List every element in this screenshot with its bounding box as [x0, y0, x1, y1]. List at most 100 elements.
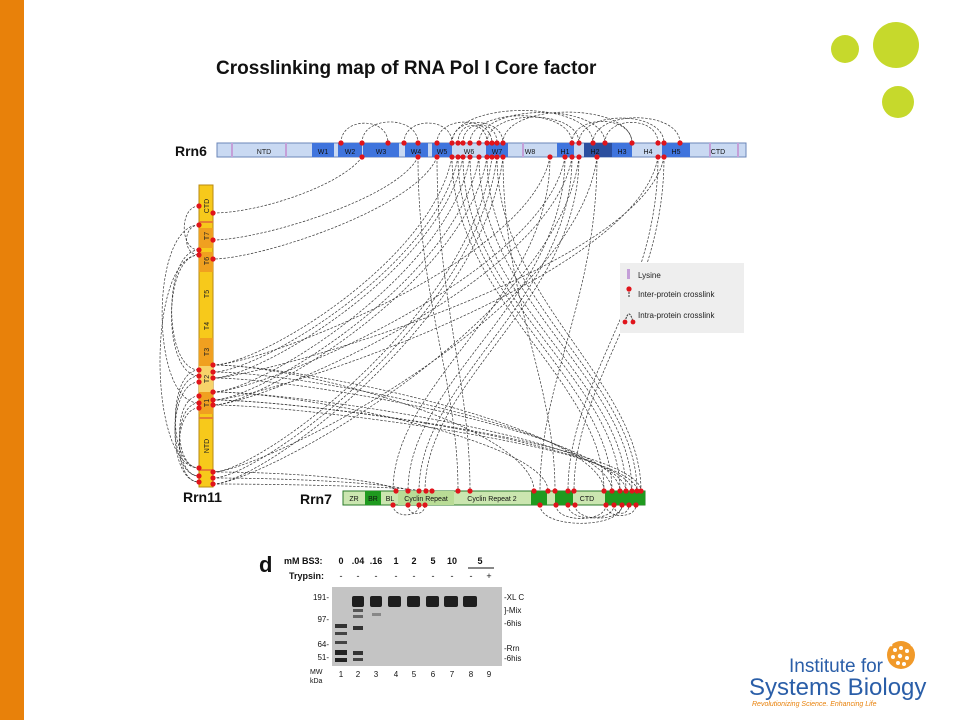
crosslink-endpoint	[677, 140, 683, 146]
legend-lysine-label: Lysine	[638, 271, 661, 280]
decor-dot-medium	[882, 86, 914, 118]
legend: Lysine Inter-protein crosslink Intra-pro…	[620, 263, 744, 333]
crosslink-endpoint	[415, 154, 421, 160]
gel-trypsin-value: -	[470, 571, 473, 581]
gel-mw-unit: MW	[310, 669, 323, 676]
rrn11-bar: CTD T7 T6 T5 T4 T3 T2 T1 NTD	[198, 184, 214, 488]
rrn11-name-label: Rrn11	[183, 489, 222, 505]
crosslink-endpoint	[576, 140, 582, 146]
gel-band-label: -XL C	[504, 593, 524, 602]
gel-trypsin-value: -	[340, 571, 343, 581]
crosslink-endpoint	[455, 140, 461, 146]
rrn11-domain-label-t3: T3	[204, 348, 211, 356]
rrn7-domain-label-cyclin-repeat: Cyclin Repeat	[404, 496, 448, 503]
crosslink-endpoint	[494, 140, 500, 146]
crosslink-endpoint	[196, 367, 202, 373]
crosslink-endpoint	[196, 247, 202, 253]
crosslink-endpoint	[467, 488, 473, 494]
gel-band-label: -6his	[504, 619, 521, 628]
rrn6-domain-label-w4: W4	[411, 149, 422, 156]
isb-logo-line1: Institute for	[789, 656, 884, 677]
rrn6-rrn7-crosslink	[457, 156, 613, 492]
crosslink-endpoint	[455, 154, 461, 160]
crosslink-endpoint	[626, 502, 632, 508]
rrn11-rrn7-crosslink	[212, 399, 642, 492]
rrn6-domain-label-h2: H2	[591, 149, 600, 156]
crosslink-endpoint	[401, 140, 407, 146]
crosslink-endpoint	[500, 140, 506, 146]
rrn6-rrn7-crosslink	[478, 156, 633, 492]
rrn6-rrn7-crosslink	[451, 156, 605, 492]
crosslink-endpoint	[611, 502, 617, 508]
rrn11-domain-label-t5: T5	[204, 290, 211, 298]
crosslink-endpoint	[196, 252, 202, 258]
gel-mw-marker: 191-	[313, 593, 329, 602]
crosslink-endpoint	[655, 140, 661, 146]
rrn6-domain-label-w7: W7	[492, 149, 503, 156]
rrn6-name-label: Rrn6	[175, 143, 207, 159]
crosslink-endpoint	[210, 481, 216, 487]
gel-panel: d mM BS3: 0 .04 .16 1 2 5 10 5 Trypsin: …	[259, 552, 524, 685]
rrn6-intra-crosslink	[436, 121, 493, 144]
crosslink-endpoint	[489, 154, 495, 160]
gel-bs3-value: 10	[447, 556, 457, 566]
gel-bs3-value: .04	[352, 556, 365, 566]
rrn11-domain-label-t7: T7	[204, 232, 211, 240]
crosslink-endpoint	[467, 140, 473, 146]
gel-band-label: -Rrn	[504, 644, 520, 653]
crosslink-endpoint	[210, 369, 216, 375]
rrn11-rrn7-crosslink	[212, 477, 409, 492]
crosslink-endpoint	[449, 140, 455, 146]
rrn11-domain-label-t2: T2	[204, 375, 211, 383]
rrn11-rrn7-crosslink	[212, 371, 613, 492]
crosslink-endpoint	[629, 140, 635, 146]
crosslink-endpoint	[210, 469, 216, 475]
slide-title: Crosslinking map of RNA Pol I Core facto…	[216, 58, 597, 79]
rrn6-intra-crosslink	[604, 122, 659, 144]
crosslink-endpoint	[196, 479, 202, 485]
legend-inter-label: Inter-protein crosslink	[638, 290, 715, 299]
crosslink-endpoint	[562, 154, 568, 160]
rrn11-domain-label-t6: T6	[204, 257, 211, 265]
crosslink-endpoint	[537, 502, 543, 508]
crosslink-endpoint	[196, 222, 202, 228]
crosslink-endpoint	[196, 379, 202, 385]
rrn6-intra-crosslink	[462, 124, 498, 144]
crosslink-endpoint	[359, 140, 365, 146]
crosslink-endpoint	[476, 154, 482, 160]
rrn6-domain-w4	[405, 143, 428, 157]
crosslink-endpoint	[434, 154, 440, 160]
crosslink-endpoint	[569, 140, 575, 146]
crosslink-endpoint	[460, 154, 466, 160]
rrn7-domain-label-zr: ZR	[349, 496, 358, 503]
rrn6-rrn11-crosslink	[212, 156, 419, 241]
rrn11-intra-crosslink	[171, 249, 200, 371]
crosslink-endpoint	[633, 502, 639, 508]
gel-mw-marker: 97-	[317, 615, 329, 624]
crosslink-endpoint	[489, 140, 495, 146]
legend-lysine-swatch	[627, 269, 630, 279]
rrn6-rrn7-crosslink	[417, 156, 459, 492]
crosslink-endpoint	[196, 373, 202, 379]
rrn6-domain-w3	[363, 143, 399, 157]
rrn6-rrn11-crosslink	[212, 156, 580, 485]
crosslink-endpoint	[484, 154, 490, 160]
gel-bs3-value: 5	[430, 556, 435, 566]
gel-mw-unit: kDa	[310, 678, 323, 685]
rrn11-intra-crosslink	[179, 395, 200, 469]
rrn6-intra-crosslink	[578, 117, 665, 144]
crosslink-endpoint	[415, 140, 421, 146]
rrn6-domain-label-h1: H1	[561, 149, 570, 156]
gel-trypsin-value: -	[451, 571, 454, 581]
crosslink-endpoint	[434, 140, 440, 146]
crosslink-endpoint	[196, 405, 202, 411]
rrn7-name-label: Rrn7	[300, 491, 332, 507]
gel-mw-marker: 64-	[317, 640, 329, 649]
gel-lane-number: 3	[374, 670, 379, 679]
decor-dot-small	[831, 35, 859, 63]
gel-mw-marker: 51-	[317, 653, 329, 662]
isb-logo-dots-icon	[887, 641, 915, 669]
isb-logo-line2: Systems Biology	[749, 674, 926, 701]
rrn6-rrn11-crosslink	[212, 156, 471, 393]
crosslink-endpoint	[405, 502, 411, 508]
